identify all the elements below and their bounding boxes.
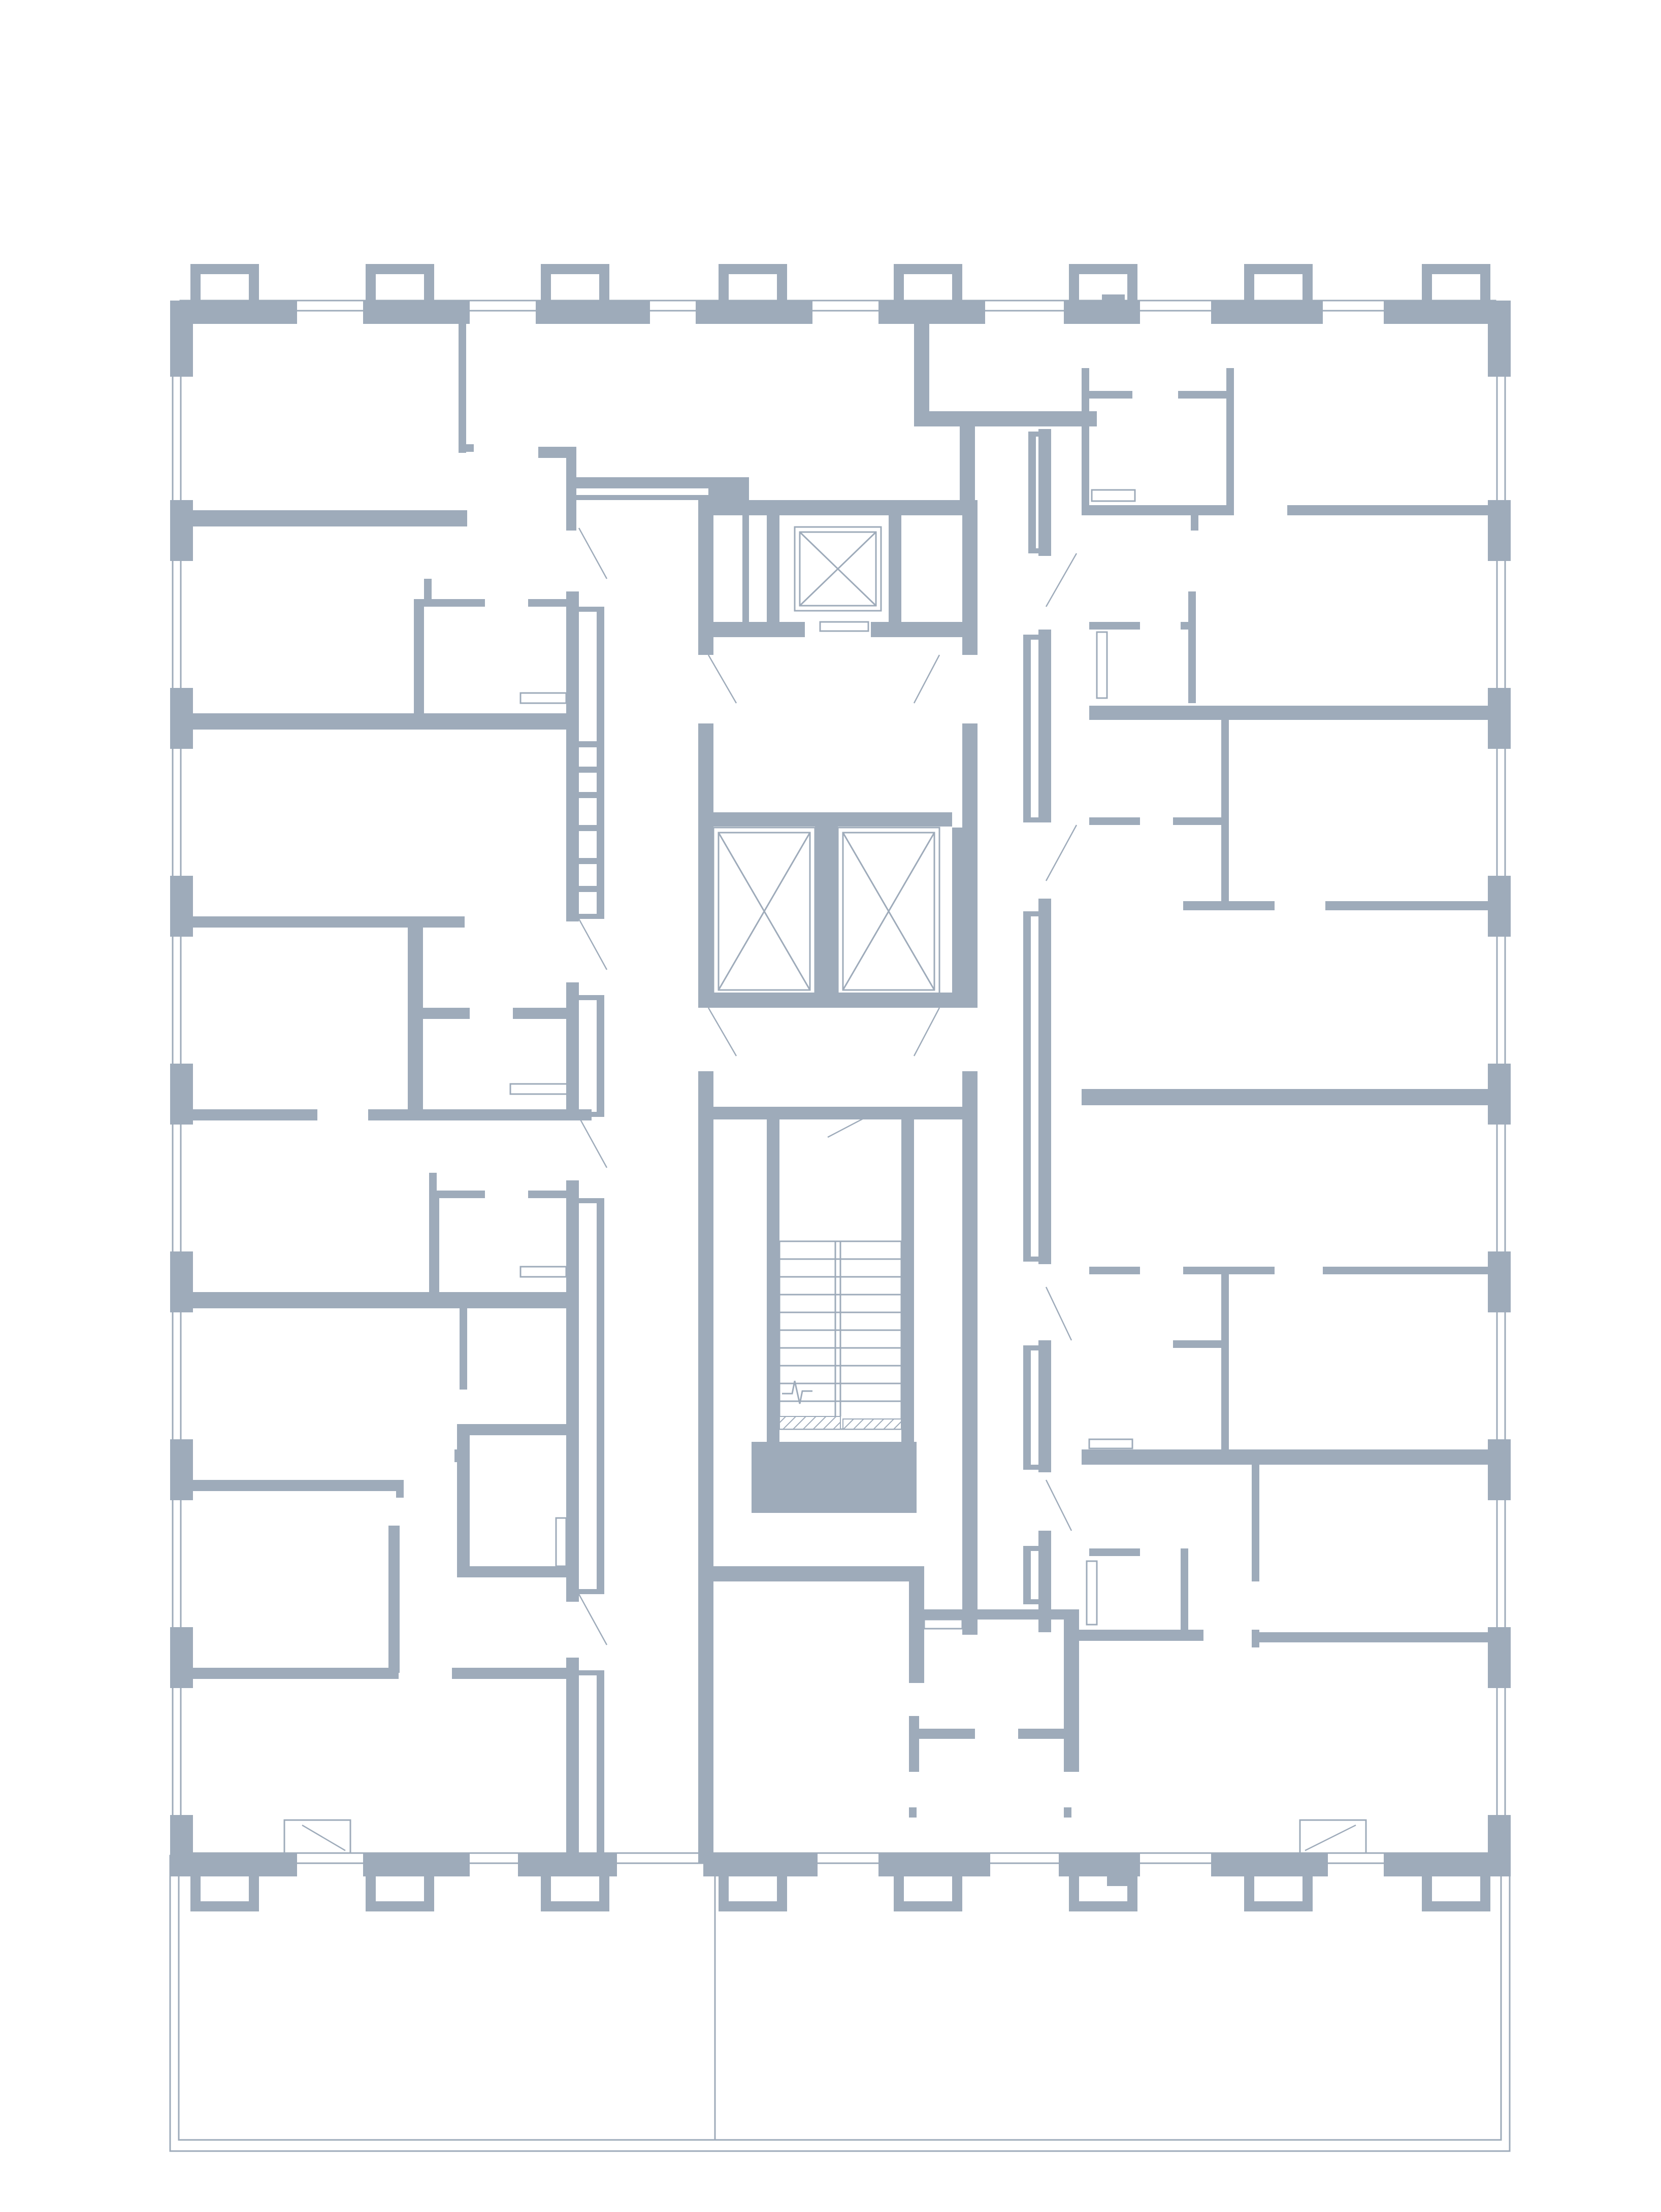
- door-swings: [283, 527, 1367, 1854]
- right-partitions: [1079, 368, 1495, 1647]
- building-core: [698, 312, 1097, 1863]
- left-corridor-wall: [566, 591, 604, 1861]
- elevator-right: [837, 813, 940, 996]
- stair-flight: [778, 1240, 902, 1430]
- exterior-walls: [170, 300, 1511, 1876]
- left-partitions: [190, 311, 749, 1679]
- elevator-top: [794, 526, 882, 632]
- window-niches-bottom: [190, 1873, 1490, 1911]
- right-corridor-wall: [1023, 429, 1051, 1632]
- window-niches-top: [190, 264, 1490, 306]
- elevator-left: [712, 813, 816, 996]
